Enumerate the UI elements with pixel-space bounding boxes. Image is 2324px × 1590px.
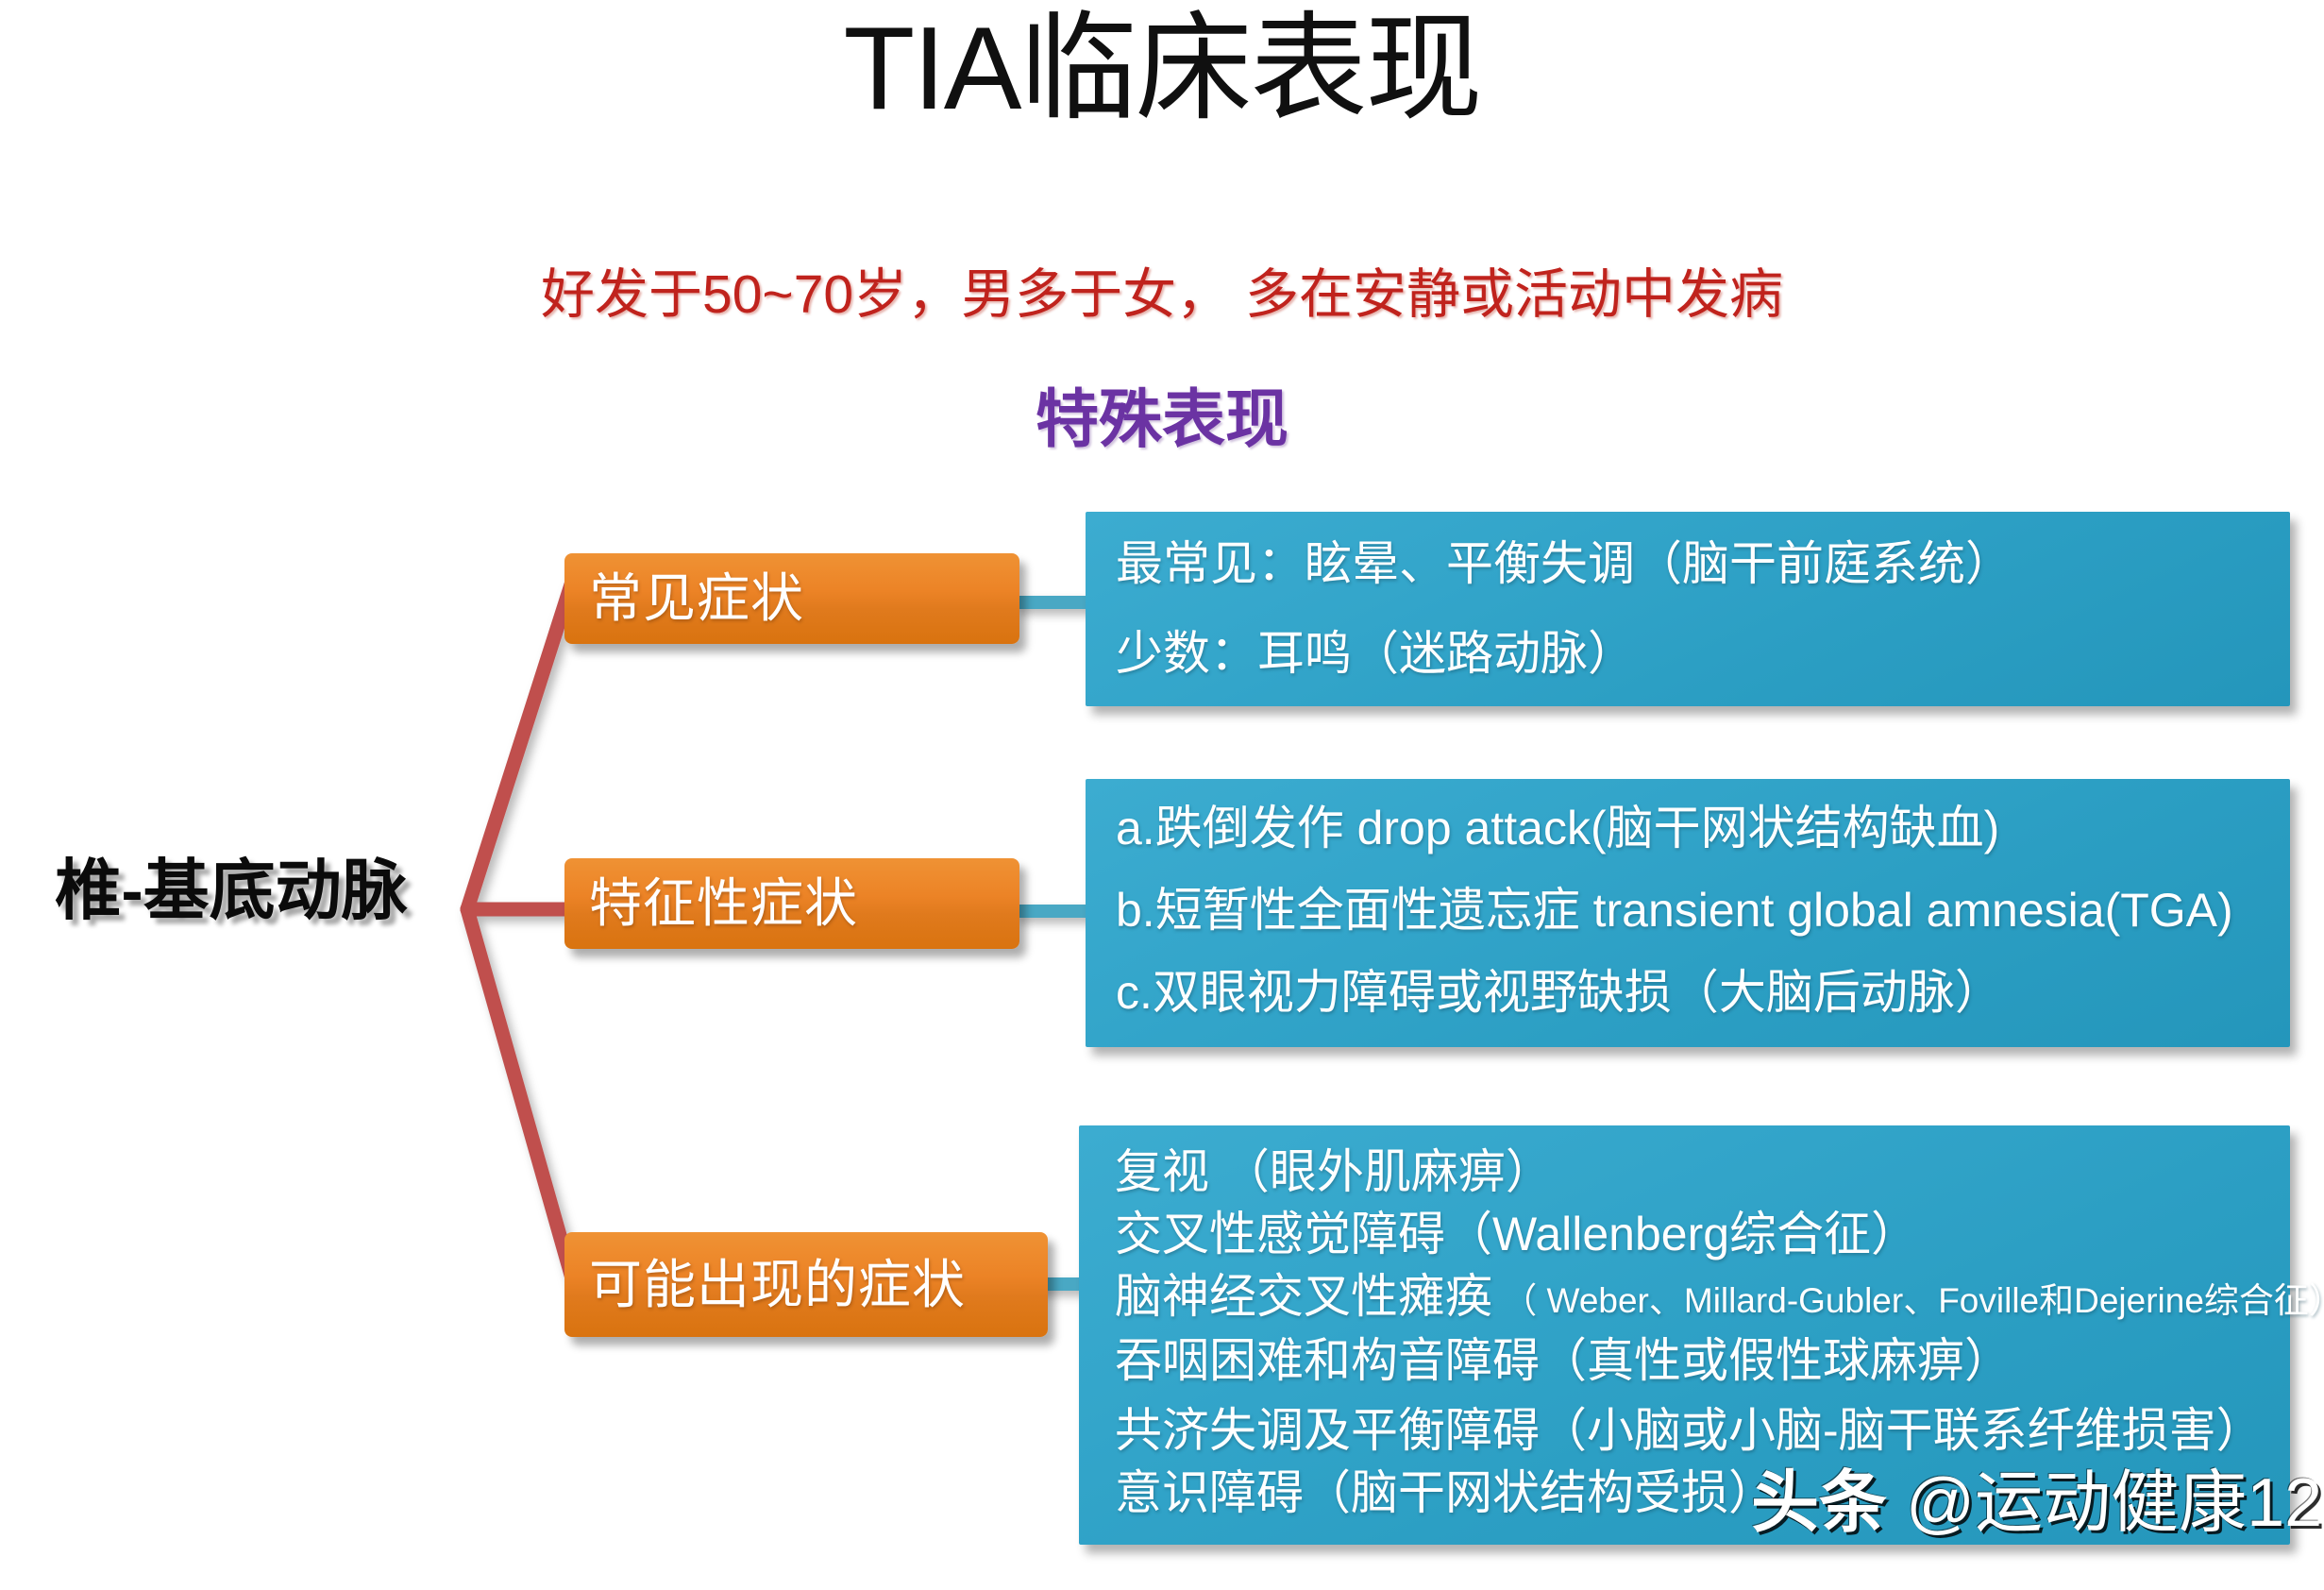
detail-line: 少数：耳鸣（迷路动脉） bbox=[1116, 627, 1635, 680]
detail-box-common-symptoms: 最常见：眩晕、平衡失调（脑干前庭系统） 少数：耳鸣（迷路动脉） bbox=[1086, 512, 2290, 706]
root-node-label: 椎-基底动脉 bbox=[55, 854, 408, 927]
detail-box-possible-symptoms: 复视 （眼外肌麻痹） 交叉性感觉障碍（Wallenberg综合征） 脑神经交叉性… bbox=[1079, 1125, 2324, 1545]
detail-line: 交叉性感觉障碍（Wallenberg综合征） bbox=[1115, 1208, 1919, 1260]
watermark: 头条 @运动健康123 bbox=[1751, 1469, 2324, 1537]
category-box-characteristic-symptoms[interactable]: 特征性症状 bbox=[564, 858, 1019, 949]
detail-line: 意识障碍（脑干网状结构受损） bbox=[1115, 1466, 1776, 1519]
category-label: 常见症状 bbox=[589, 568, 804, 629]
detail-line: 最常见：眩晕、平衡失调（脑干前庭系统） bbox=[1116, 537, 2012, 590]
detail-line-suffix: （ Weber、Millard-Gubler、Foville和Dejerine综… bbox=[1492, 1281, 2324, 1320]
category-box-possible-symptoms[interactable]: 可能出现的症状 bbox=[564, 1232, 1048, 1337]
detail-box-characteristic-symptoms: a.跌倒发作 drop attack(脑干网状结构缺血) b.短暂性全面性遗忘症… bbox=[1086, 779, 2290, 1047]
category-box-common-symptoms[interactable]: 常见症状 bbox=[564, 553, 1019, 644]
detail-line: a.跌倒发作 drop attack(脑干网状结构缺血) bbox=[1116, 802, 2000, 854]
category-label: 特征性症状 bbox=[589, 873, 858, 934]
page-title: TIA临床表现 bbox=[843, 4, 1483, 134]
detail-line: c.双眼视力障碍或视野缺损（大脑后动脉） bbox=[1116, 966, 2002, 1019]
detail-line: 复视 （眼外肌麻痹） bbox=[1115, 1145, 1553, 1198]
detail-line: 吞咽困难和构音障碍（真性或假性球麻痹） bbox=[1115, 1334, 2012, 1387]
watermark-handle: @运动健康123 bbox=[1906, 1465, 2324, 1541]
section-heading-special-manifestations: 特殊表现 bbox=[1036, 384, 1288, 455]
category-label: 可能出现的症状 bbox=[589, 1254, 966, 1314]
watermark-brand: 头条 bbox=[1751, 1465, 1888, 1541]
detail-line: b.短暂性全面性遗忘症 transient global amnesia(TGA… bbox=[1116, 884, 2233, 937]
connector-root-to-branch-1 bbox=[460, 574, 580, 917]
subtitle-epidemiology: 好发于50~70岁，男多于女， 多在安静或活动中发病 bbox=[541, 264, 1783, 325]
detail-line-with-suffix: 脑神经交叉性瘫痪 （ Weber、Millard-Gubler、Foville和… bbox=[1115, 1271, 2324, 1323]
detail-line: 共济失调及平衡障碍（小脑或小脑-脑干联系纤维损害） bbox=[1115, 1404, 2264, 1457]
connector-root-to-branch-3 bbox=[460, 902, 580, 1286]
detail-line-main: 脑神经交叉性瘫痪 bbox=[1115, 1270, 1492, 1323]
